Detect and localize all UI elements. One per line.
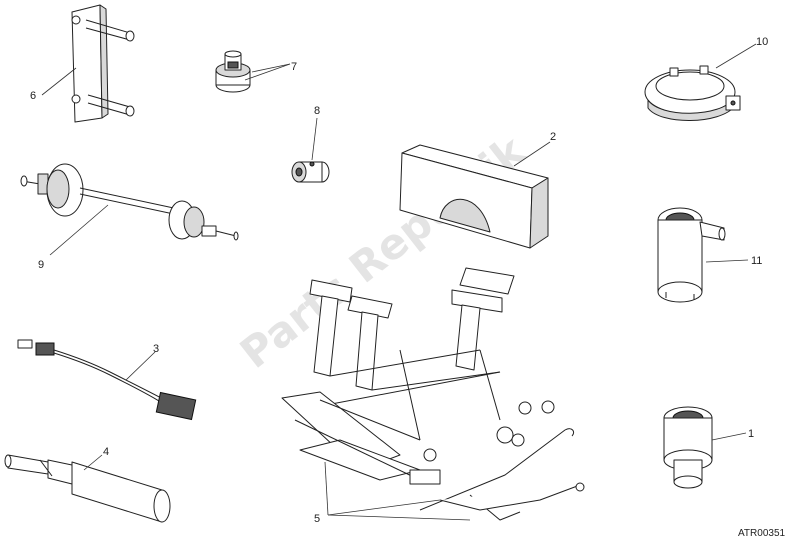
part-6-bracket-tool [71, 4, 135, 123]
drawing-code: ATR00351 [738, 528, 786, 539]
callout-3: 3 [153, 343, 159, 355]
callout-4: 4 [103, 446, 109, 458]
callout-9: 9 [38, 259, 44, 271]
callout-2: 2 [550, 131, 556, 143]
callout-6: 6 [30, 90, 36, 102]
part-4-drift [4, 454, 171, 523]
part-5-stand-assembly [281, 267, 585, 521]
callout-10: 10 [756, 36, 768, 48]
callout-8: 8 [314, 105, 320, 117]
part-3-cable [17, 339, 197, 421]
part-1-socket [663, 406, 713, 489]
callout-7: 7 [291, 61, 297, 73]
callout-1: 1 [748, 428, 754, 440]
part-2-block [399, 144, 549, 249]
part-11-socket-tool [657, 207, 726, 303]
part-9-puller [20, 163, 239, 241]
part-7-fitting [215, 50, 251, 93]
part-8-bushing [291, 161, 330, 183]
part-10-ring-wrench [644, 65, 741, 121]
callout-11: 11 [751, 255, 762, 267]
callout-5: 5 [314, 513, 320, 525]
